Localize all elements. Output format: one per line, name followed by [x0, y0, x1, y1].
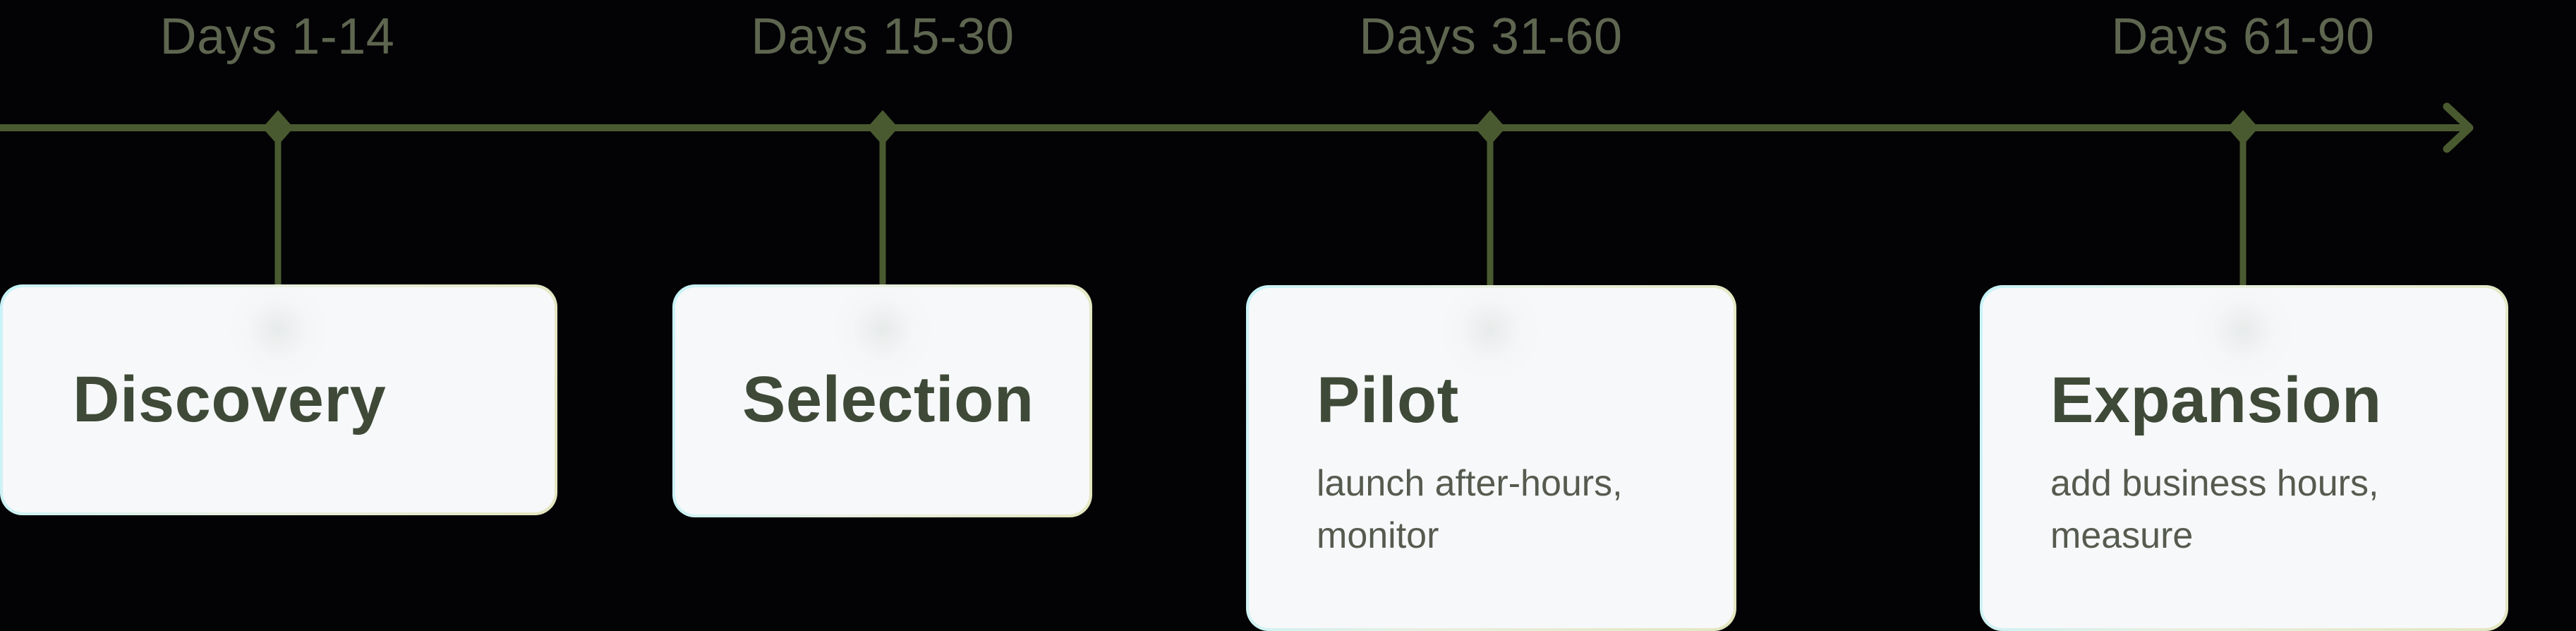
card-description: launch after-hours, monitor	[1317, 463, 1623, 556]
milestone-card-expansion: Expansion add business hours, measure	[1980, 285, 2508, 631]
card-description: add business hours, measure	[2050, 463, 2379, 556]
card-title: Expansion	[2050, 364, 2382, 436]
diamond-icon	[2227, 110, 2258, 145]
diamond-icon	[262, 110, 294, 145]
milestone-card-pilot: Pilot launch after-hours, monitor	[1246, 285, 1736, 631]
card-title: Discovery	[73, 363, 387, 435]
diamond-icon	[1475, 110, 1506, 145]
phase-label-4: Days 61-90	[2111, 8, 2375, 65]
milestone-card-discovery: Discovery	[0, 284, 557, 515]
phase-label-2: Days 15-30	[751, 8, 1015, 65]
card-title: Pilot	[1317, 364, 1459, 436]
phase-label-1: Days 1-14	[159, 8, 395, 65]
phase-label-3: Days 31-60	[1359, 8, 1623, 65]
arrow-right-icon	[2443, 102, 2474, 153]
card-title: Selection	[742, 363, 1034, 435]
milestone-card-selection: Selection	[672, 284, 1092, 517]
diamond-icon	[867, 110, 898, 145]
